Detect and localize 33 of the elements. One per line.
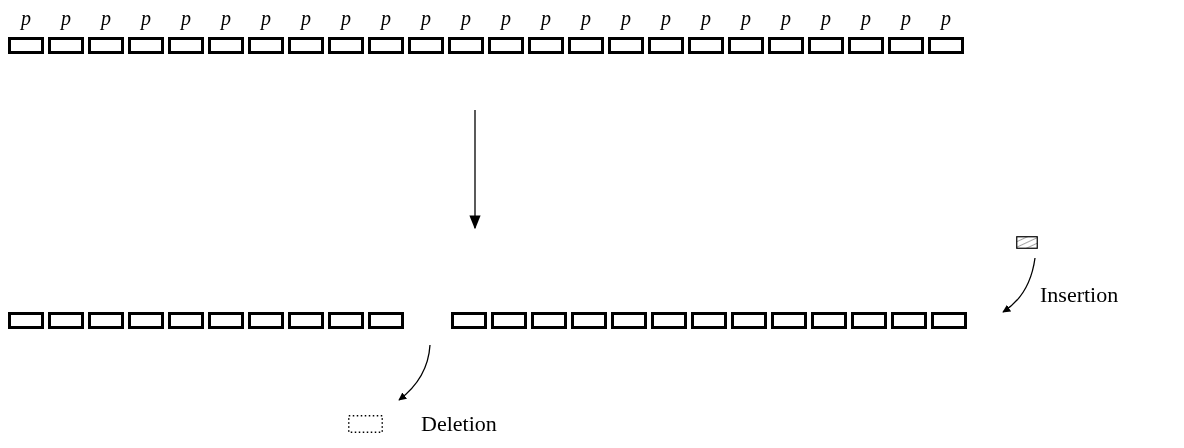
letter-label: p <box>21 8 31 28</box>
letter-label: p <box>181 8 191 28</box>
letter-label: p <box>301 8 311 28</box>
letter-label: p <box>781 8 791 28</box>
letter-label: p <box>501 8 511 28</box>
arrow <box>1002 257 1036 313</box>
letter-label: p <box>461 8 471 28</box>
letter-label: p <box>341 8 351 28</box>
letter-label: p <box>621 8 631 28</box>
segment-row-drawing <box>8 37 964 54</box>
letter-label: p <box>261 8 271 28</box>
letter-label: p <box>821 8 831 28</box>
letter-label: p <box>901 8 911 28</box>
letter-label: p <box>221 8 231 28</box>
letter-label: p <box>741 8 751 28</box>
edge-label: Insertion <box>1040 284 1119 306</box>
dotted-segment <box>348 415 383 433</box>
letter-label: p <box>101 8 111 28</box>
letter-label: p <box>581 8 591 28</box>
letter-label: p <box>141 8 151 28</box>
segment-row-drawing <box>8 312 404 329</box>
caption-text: Deletion <box>421 413 497 435</box>
letter-label: p <box>421 8 431 28</box>
segment-row-drawing <box>451 312 967 329</box>
arrow <box>398 344 431 401</box>
letter-label: p <box>381 8 391 28</box>
letter-label: p <box>941 8 951 28</box>
letter-label: p <box>61 8 71 28</box>
letter-label: p <box>661 8 671 28</box>
letter-label: p <box>861 8 871 28</box>
hatched-segment <box>1016 236 1038 249</box>
letter-label: p <box>701 8 711 28</box>
letter-label: p <box>541 8 551 28</box>
